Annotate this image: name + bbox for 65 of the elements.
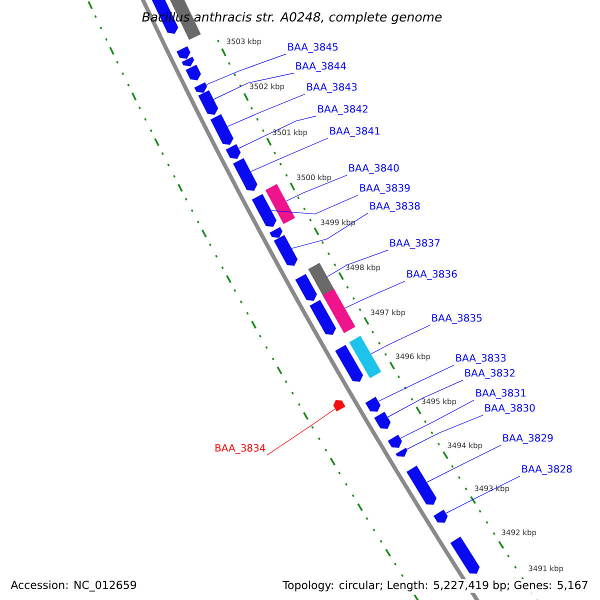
gene-feature	[270, 227, 282, 238]
gene-feature	[274, 234, 298, 266]
gene-feature	[310, 300, 336, 335]
leader-line	[266, 408, 336, 456]
gene-feature	[176, 46, 190, 59]
gene-feature	[365, 396, 381, 412]
leader-line	[388, 380, 464, 418]
leader-line	[286, 174, 348, 202]
gene-label: BAA_3843	[307, 83, 357, 93]
gene-label: BAA_3838	[370, 202, 420, 212]
gene-feature	[335, 344, 364, 382]
gene-label: BAA_3844	[296, 62, 346, 72]
gene-feature	[265, 184, 295, 224]
gene-feature	[322, 288, 356, 334]
gene-feature	[233, 158, 258, 191]
leader-line	[446, 476, 520, 514]
gene-label: BAA_3837	[390, 239, 440, 249]
gene-feature	[295, 274, 317, 301]
gene-feature	[434, 510, 448, 523]
gene-feature	[349, 336, 382, 378]
leader-line	[206, 54, 286, 85]
gene-feature	[388, 434, 402, 448]
leader-line	[250, 138, 328, 172]
gene-feature	[252, 194, 276, 227]
gene-feature	[308, 262, 336, 298]
gene-feature	[186, 64, 201, 80]
leader-line	[426, 444, 502, 482]
leader-line	[214, 72, 294, 100]
gene-label: BAA_3830	[485, 404, 535, 414]
leader-line	[406, 414, 484, 450]
gene-label: BAA_3842	[318, 105, 368, 115]
title: Bacillus anthracis str. A0248, complete genome	[142, 12, 442, 24]
accession-text: Accession: NC_012659	[9, 579, 138, 593]
gene-label: BAA_3829	[503, 434, 553, 444]
gene-feature	[374, 412, 391, 429]
gene-feature	[198, 90, 218, 115]
gene-label: BAA_3831	[476, 389, 526, 399]
leader-line	[292, 212, 368, 249]
gene-label: BAA_3845	[288, 43, 338, 53]
gene-label: BAA_3841	[330, 127, 380, 137]
gene-label: BAA_3832	[465, 369, 514, 379]
gene-label: BAA_3834	[216, 444, 266, 454]
leader-line	[400, 400, 474, 439]
leader-line	[378, 364, 454, 402]
gene-feature	[194, 82, 208, 93]
gene-label: BAA_3836	[407, 270, 457, 280]
gene-label: BAA_3828	[522, 465, 572, 475]
gene-feature	[226, 144, 241, 159]
gene-feature	[450, 536, 480, 574]
leader-line	[344, 280, 406, 308]
leader-line	[271, 194, 358, 214]
gene-label: BAA_3840	[349, 164, 399, 174]
gene-label: BAA_3833	[456, 354, 506, 364]
leader-line	[227, 94, 306, 127]
gene-feature	[182, 56, 194, 66]
gene-label: BAA_3835	[432, 314, 482, 324]
genome-info-text: Topology: circular; Length: 5,227,419 bp; Genes: 5,167	[281, 579, 590, 593]
gene-label: BAA_3839	[360, 184, 410, 194]
leader-line	[370, 324, 430, 354]
gene-feature	[406, 466, 437, 505]
gene-feature	[396, 448, 408, 457]
leader-line	[327, 250, 388, 277]
gene-feature	[333, 400, 346, 412]
leader-line	[238, 116, 316, 149]
gene-feature	[210, 114, 234, 145]
